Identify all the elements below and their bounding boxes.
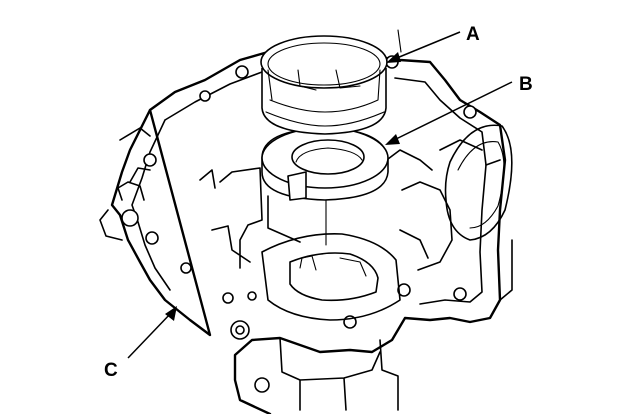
dowel-line [397, 29, 402, 53]
housing-right-bore-inner [457, 141, 505, 229]
shim-bore-inner [295, 147, 363, 163]
race-top-rim [260, 35, 388, 89]
housing-center-bore-detail [299, 255, 367, 277]
callout-b-label: B [519, 74, 533, 95]
race-inner-band [267, 69, 381, 113]
shim-bore [291, 139, 365, 175]
housing-right-bore [444, 124, 513, 241]
housing-left-boss [99, 127, 151, 241]
housing-center-bore [261, 233, 401, 321]
race-lower-lip [265, 111, 385, 127]
callout-a-arrowhead [386, 52, 401, 63]
callout-c-leader [127, 311, 173, 359]
callout-b-leader [391, 81, 513, 142]
housing-inner-web [199, 139, 483, 271]
callout-a: A [386, 24, 480, 63]
callout-a-label: A [466, 24, 480, 45]
callout-b-arrowhead [385, 134, 400, 145]
shim-split-tab [287, 171, 307, 201]
housing-center-bore-inner [289, 252, 379, 302]
callout-c-arrowhead [165, 306, 177, 321]
callout-c: C [104, 306, 177, 381]
housing-bolt-holes [121, 55, 477, 393]
race-top-rim-inner [267, 42, 381, 86]
thrust-shim [261, 127, 389, 201]
bearing-race [260, 35, 388, 135]
transmission-housing [99, 29, 513, 414]
housing-lower-casting [279, 337, 399, 411]
callout-b: B [385, 74, 533, 145]
callout-c-label: C [104, 360, 118, 381]
housing-right-edge [485, 159, 513, 301]
callout-a-leader [391, 31, 461, 61]
